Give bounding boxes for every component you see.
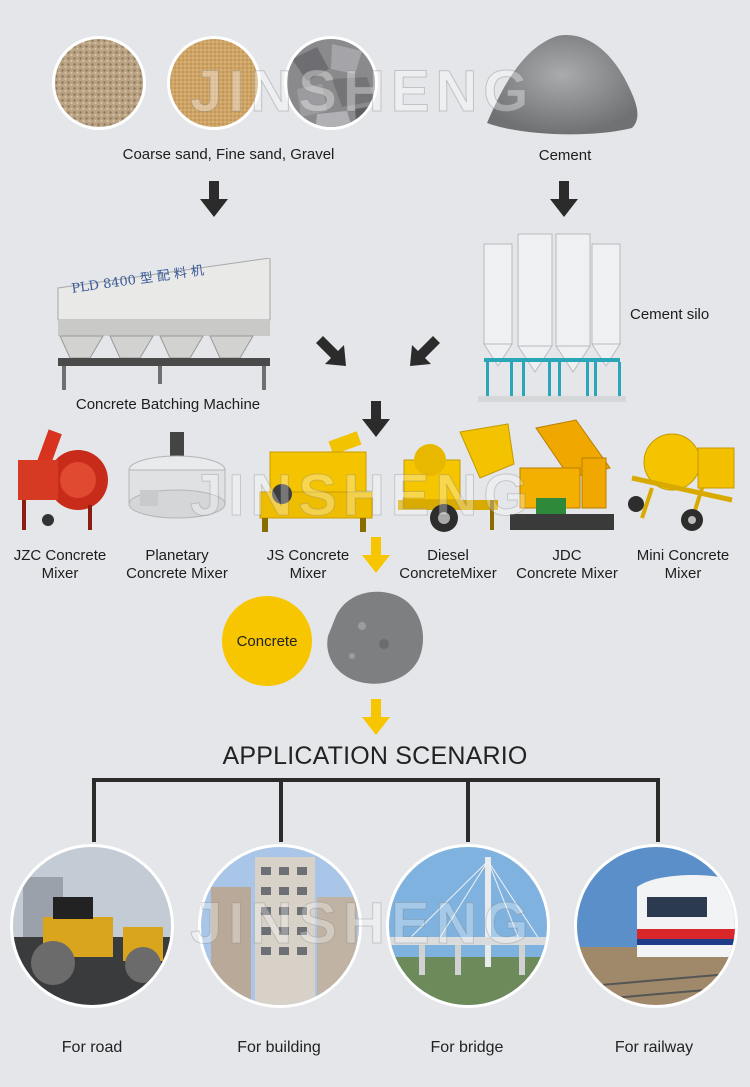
down-arrow-icon <box>362 401 390 437</box>
cement-label: Cement <box>538 147 592 164</box>
scenario-connector-lines <box>92 778 660 842</box>
diagonal-arrow-icon <box>316 336 346 366</box>
watermark-text: JINSHENG <box>190 463 535 529</box>
gravel-image <box>284 36 378 130</box>
scene-label-railway: For railway <box>614 1039 694 1056</box>
yellow-down-arrow-icon <box>362 537 390 573</box>
fine-sand-image <box>167 36 261 130</box>
cement-silo-label: Cement silo <box>630 306 710 323</box>
watermark-text: JINSHENG <box>190 59 535 125</box>
scene-label-building: For building <box>237 1039 321 1056</box>
coarse-sand-image <box>52 36 146 130</box>
jzc-mixer-image <box>8 420 116 532</box>
planetary-mixer-image <box>120 430 234 526</box>
aggregates-label: Coarse sand, Fine sand, Gravel <box>122 146 335 163</box>
application-scenario-title: APPLICATION SCENARIO <box>222 742 528 770</box>
diagonal-arrow-icon <box>410 336 440 366</box>
diesel-mixer-image <box>390 420 516 534</box>
scene-label-bridge: For bridge <box>430 1039 504 1056</box>
batching-machine-image: PLD 8400 型 配 料 机 <box>48 257 280 390</box>
mini-mixer-image <box>622 428 740 532</box>
concrete-label: Concrete <box>236 632 298 650</box>
jdc-mixer-image <box>510 418 618 536</box>
concrete-pile-image <box>322 586 428 688</box>
js-mixer-image <box>250 430 376 534</box>
down-arrow-icon <box>550 181 578 217</box>
batching-machine-label: Concrete Batching Machine <box>75 396 261 413</box>
scene-label-road: For road <box>61 1039 123 1056</box>
concrete-badge: Concrete <box>222 596 312 686</box>
railway-scene-image <box>574 844 738 1008</box>
cement-silo-image <box>478 226 626 402</box>
watermark-text: JINSHENG <box>190 891 535 957</box>
down-arrow-icon <box>200 181 228 217</box>
yellow-down-arrow-icon <box>362 699 390 735</box>
road-scene-image <box>10 844 174 1008</box>
cement-powder-image <box>482 28 642 138</box>
